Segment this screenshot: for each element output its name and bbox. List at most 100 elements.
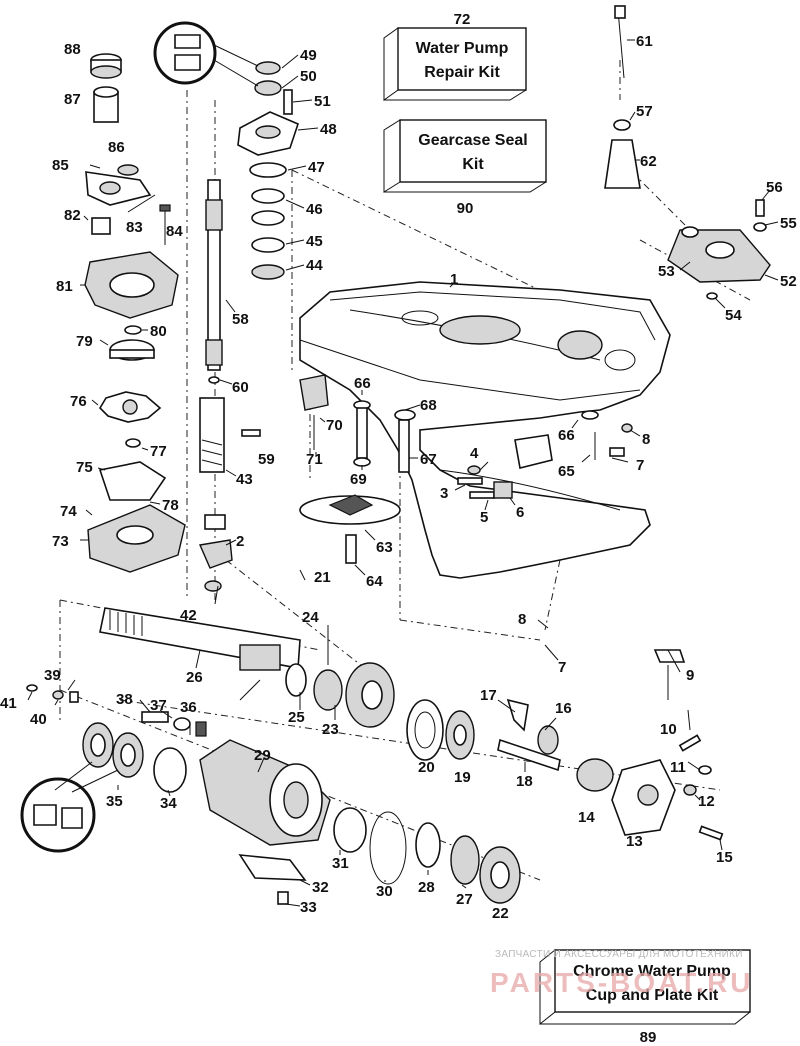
part-label: 32 [312,879,329,896]
part-label: 81 [56,278,73,295]
part-label: 82 [64,207,81,224]
kit-box-72: 72 Water Pump Repair Kit [383,11,527,101]
part-label: 26 [186,669,203,686]
part-label: 56 [766,179,783,196]
part-label: 9 [686,667,694,684]
part-label: 67 [420,451,437,468]
part-label: 3 [440,485,448,502]
part-label: 27 [456,891,473,908]
part-label: 70 [326,417,343,434]
part-label: 16 [555,700,572,717]
driveshaft-stack [199,61,299,592]
part-label: 31 [332,855,349,872]
part-label: 77 [150,443,167,460]
part-label: 79 [76,333,93,350]
part-label: 62 [640,153,657,170]
part-label: 12 [698,793,715,810]
part-label: 68 [420,397,437,414]
kit-72-line1: Water Pump [416,40,509,57]
detail-inset-top [153,21,259,87]
part-label: 47 [308,159,325,176]
top-right-parts [604,5,771,300]
part-label: 88 [64,41,81,58]
watermark: ЗАПЧАСТИ И АКСЕССУАРЫ ДЛЯ МОТОТЕХНИКИ PA… [490,949,754,998]
part-label: 59 [258,451,275,468]
part-label: 48 [320,121,337,138]
part-label: 55 [780,215,797,232]
part-label: 41 [0,695,17,712]
part-label: 69 [350,471,367,488]
part-label: 19 [454,769,471,786]
water-pump-parts [84,53,186,573]
part-number-labels: 1 2 3 4 5 6 7 7 8 8 9 10 11 12 13 14 15 … [0,33,797,922]
part-label: 4 [470,445,479,462]
propshaft-parts [99,607,724,841]
part-label: 49 [300,47,317,64]
part-label: 74 [60,503,77,520]
part-label: 85 [52,157,69,174]
part-label: 66 [558,427,575,444]
part-label: 66 [354,375,371,392]
part-label: 86 [108,139,125,156]
gearcase-housing [299,281,671,579]
part-label: 6 [516,504,524,521]
part-label: 39 [44,667,61,684]
part-label: 52 [780,273,797,290]
part-label: 54 [725,307,742,324]
part-label: 5 [480,509,488,526]
part-label: 23 [322,721,339,738]
watermark-line2: PARTS-BOAT.RU [490,967,754,998]
part-label: 11 [670,759,686,776]
part-label: 14 [578,809,595,826]
part-label: 45 [306,233,323,250]
part-label: 87 [64,91,81,108]
part-label: 42 [180,607,197,624]
part-label: 57 [636,103,653,120]
detail-inset-bottom [20,761,119,853]
kit-72-line2: Repair Kit [424,64,500,81]
part-label: 34 [160,795,177,812]
part-label: 51 [314,93,331,110]
part-label: 15 [716,849,733,866]
part-label: 60 [232,379,249,396]
leader-lines [27,39,779,907]
part-label: 37 [150,697,167,714]
part-label: 7 [558,659,566,676]
part-label: 78 [162,497,179,514]
part-label: 40 [30,711,47,728]
part-label: 35 [106,793,123,810]
part-label: 1 [450,271,458,288]
bearing-carrier-parts [26,684,521,905]
part-label: 20 [418,759,435,776]
part-label: 64 [366,573,383,590]
part-label: 7 [636,457,644,474]
part-label: 65 [558,463,575,480]
part-label: 75 [76,459,93,476]
part-label: 46 [306,201,323,218]
part-label: 10 [660,721,677,738]
part-label: 21 [314,569,331,586]
kit-90-line1: Gearcase Seal [418,132,527,149]
kit-box-89: Chrome Water Pump Cup and Plate Kit 89 [539,948,751,1046]
part-label: 53 [658,263,675,280]
part-label: 30 [376,883,393,900]
kit-90-line2: Kit [462,156,484,173]
part-label: 33 [300,899,317,916]
part-label: 83 [126,219,143,236]
kit-89-line2: Cup and Plate Kit [586,987,719,1004]
part-label: 24 [302,609,319,626]
part-label: 22 [492,905,509,922]
part-label: 13 [626,833,643,850]
part-label: 76 [70,393,87,410]
kit-72-number: 72 [454,11,471,28]
part-label: 73 [52,533,69,550]
part-label: 58 [232,311,249,328]
part-label: 8 [642,431,650,448]
kit-box-90: Gearcase Seal Kit 90 [383,119,547,217]
part-label: 50 [300,68,317,85]
kit-90-number: 90 [457,200,474,217]
watermark-line1: ЗАПЧАСТИ И АКСЕССУАРЫ ДЛЯ МОТОТЕХНИКИ [495,949,743,960]
part-label: 28 [418,879,435,896]
